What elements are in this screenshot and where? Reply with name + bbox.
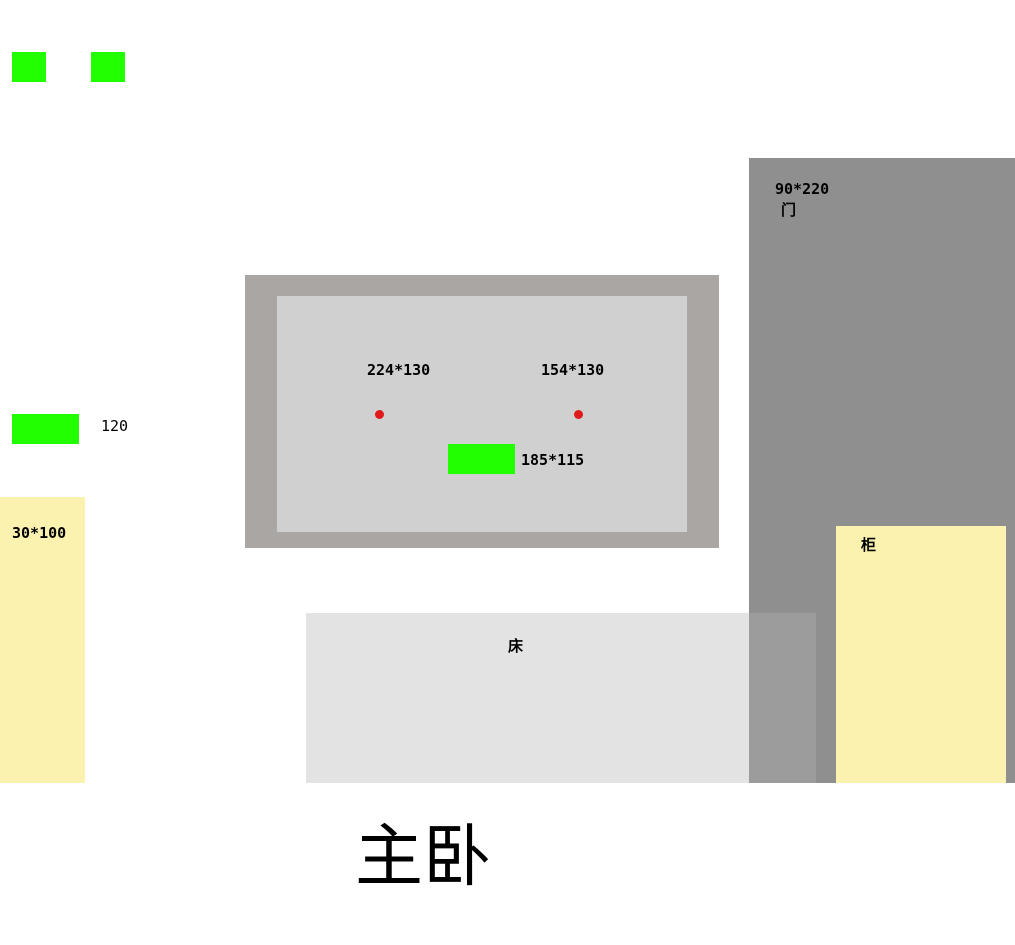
- left-cabinet: [0, 497, 85, 783]
- wall-panel-inner: [277, 296, 687, 532]
- right-cabinet: [836, 526, 1006, 783]
- center-marker-size-label: 185*115: [521, 451, 585, 469]
- green-marker-left: [12, 414, 79, 444]
- right-cabinet-label: 柜: [861, 536, 877, 554]
- door-label: 门: [781, 201, 797, 219]
- panel-right-size-label: 154*130: [541, 361, 605, 379]
- left-cabinet-size-label: 30*100: [12, 524, 67, 542]
- door-size-label: 90*220: [775, 180, 830, 198]
- room-title: 主卧: [355, 818, 492, 897]
- green-marker-center: [448, 444, 515, 474]
- left-marker-label: 120: [101, 417, 129, 435]
- red-dot-right: [574, 410, 583, 419]
- green-marker-top-1: [12, 52, 46, 82]
- panel-left-size-label: 224*130: [367, 361, 431, 379]
- bed-door-overlap: [749, 613, 816, 783]
- bed-label: 床: [508, 637, 524, 655]
- red-dot-left: [375, 410, 384, 419]
- bed: [306, 613, 749, 783]
- green-marker-top-2: [91, 52, 125, 82]
